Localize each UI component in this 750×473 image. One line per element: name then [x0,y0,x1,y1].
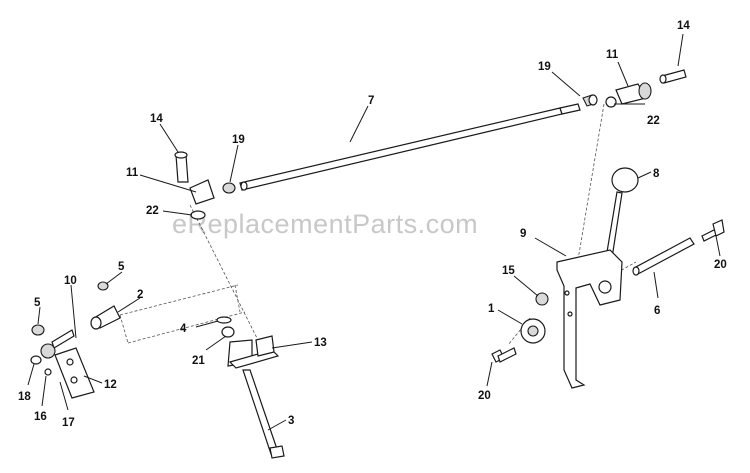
callout-15: 15 [502,265,515,277]
leader-lines [27,33,721,431]
callout-22-right: 22 [647,115,660,127]
callout-3: 3 [288,415,294,427]
lower-right-parts [491,292,549,363]
callout-10: 10 [64,275,77,287]
shift-lever-assembly [556,167,639,389]
callout-11-left: 11 [126,167,139,179]
callout-17: 17 [62,417,75,429]
callout-2: 2 [137,289,143,301]
callout-5-upper: 5 [118,261,125,273]
callout-9: 9 [520,228,526,240]
callout-19-left: 19 [232,134,245,146]
left-pivot-assembly [30,281,121,399]
callout-11-right: 11 [606,49,619,61]
upper-right-linkage [582,69,687,108]
callout-4: 4 [180,323,187,335]
callout-12: 12 [104,379,117,391]
rod-part-7 [239,103,581,191]
callout-numbers: 14 11 19 7 19 11 14 22 22 8 9 20 5 10 2 … [18,20,727,429]
callout-20-bottom: 20 [478,390,491,402]
center-pivot-assembly [216,316,285,459]
callout-5-lower: 5 [34,297,41,309]
callout-18: 18 [18,391,31,403]
callout-6: 6 [654,305,660,317]
callout-8: 8 [653,168,660,180]
callout-20-right: 20 [714,259,727,271]
callout-7: 7 [368,95,374,107]
callout-21: 21 [192,355,205,367]
callout-14-top-right: 14 [677,20,690,32]
callout-22-left: 22 [146,205,159,217]
callout-14-left: 14 [150,113,163,125]
callout-1: 1 [488,303,495,315]
callout-16: 16 [34,411,47,423]
callout-19-right: 19 [538,61,551,73]
callout-13: 13 [314,337,327,349]
right-pin-parts [632,219,725,276]
upper-left-linkage [174,151,236,220]
watermark: eReplacementParts.com [172,209,478,239]
